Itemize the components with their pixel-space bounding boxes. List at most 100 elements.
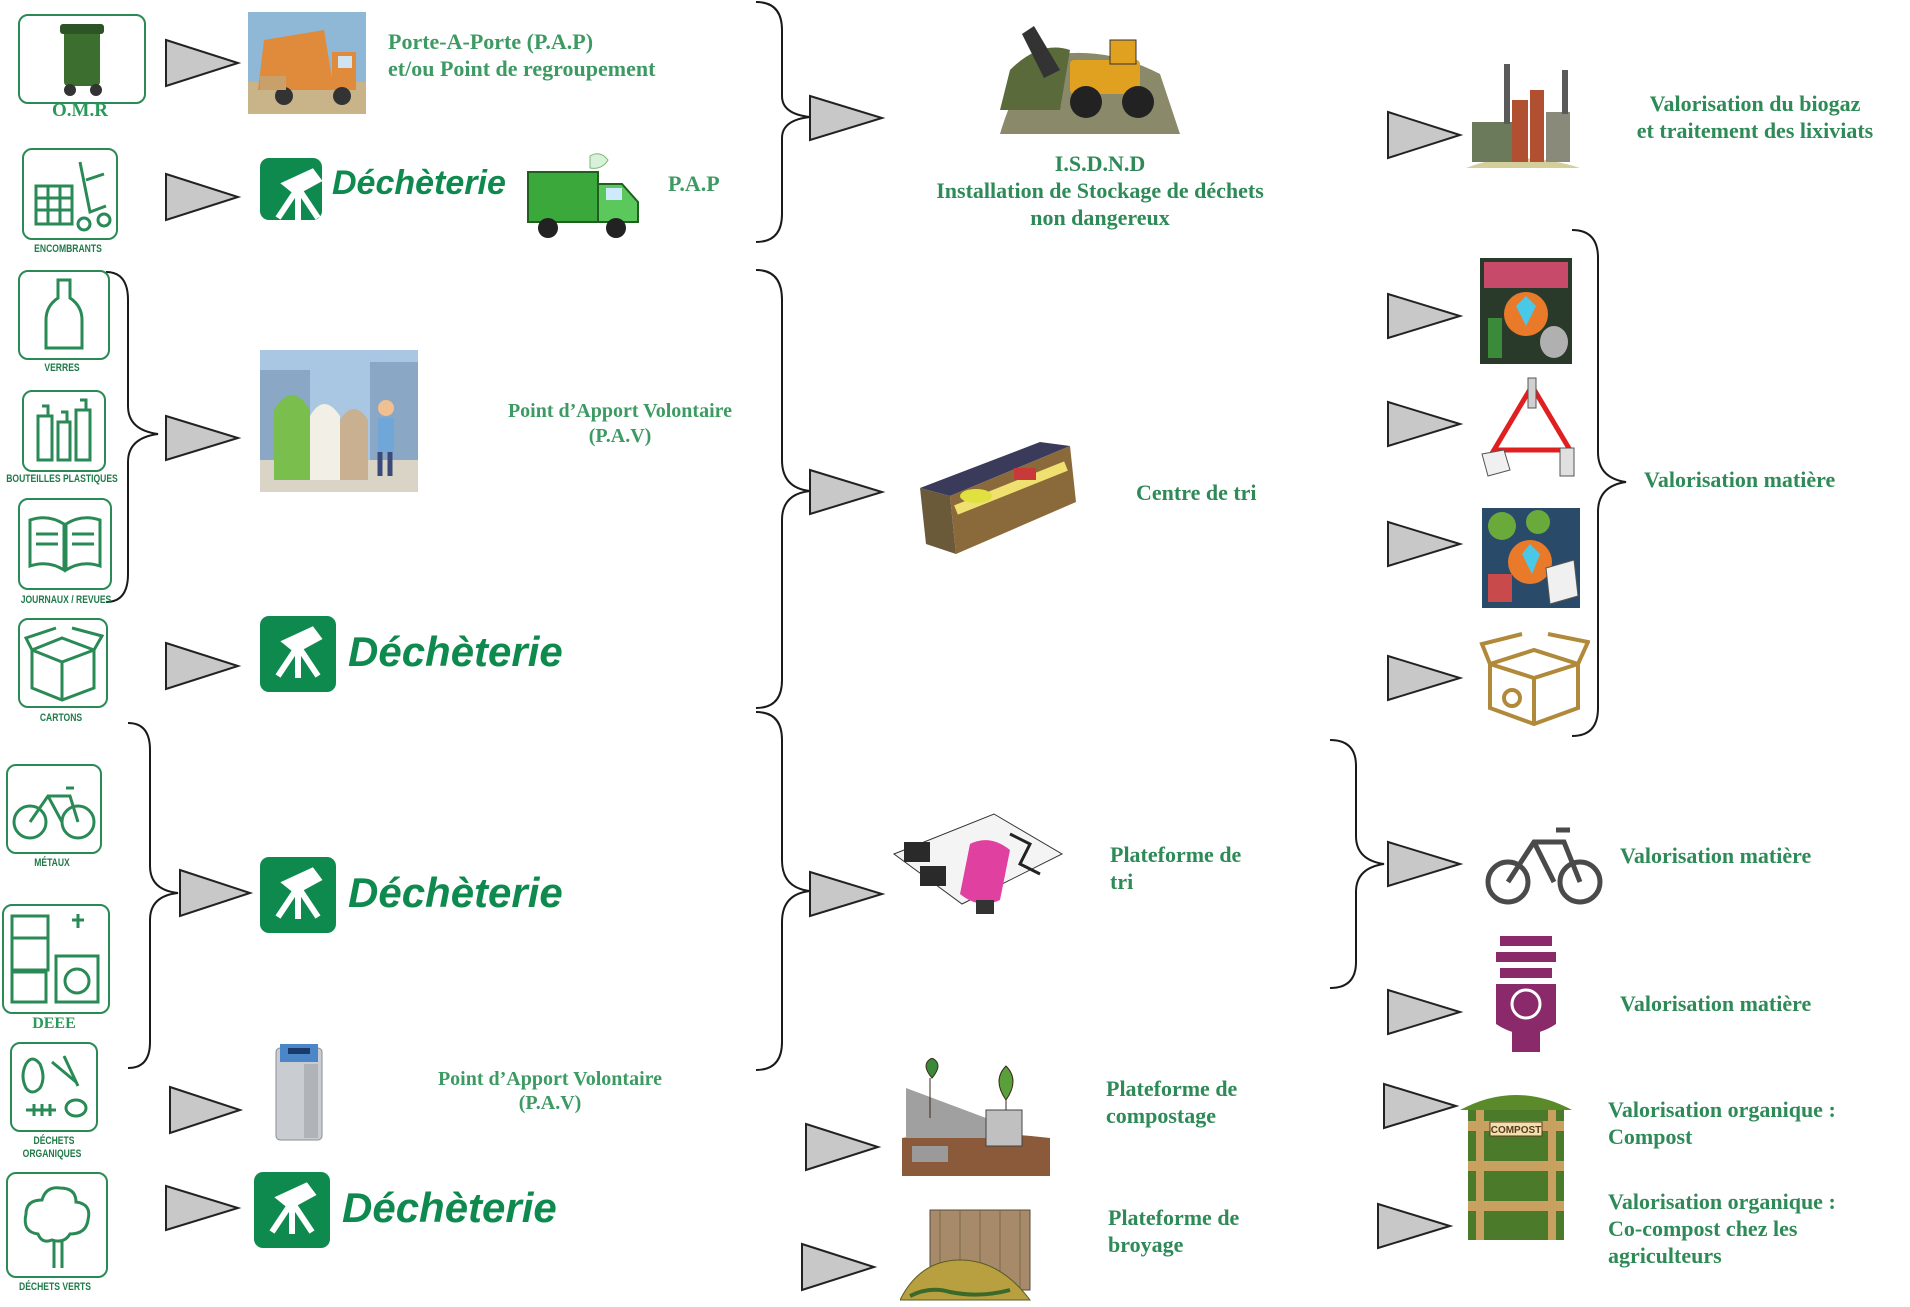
pav1-label-2: (P.A.V) [588,425,652,447]
broyage-label-2: broyage [1108,1232,1184,1257]
bulb-recycling-icon [1490,926,1562,1058]
arrow-paper-recycle [1387,520,1464,568]
arrow-cocompost [1377,1202,1454,1250]
arrow-metal-recycle [1387,840,1464,888]
arrow-carton-recycle [1387,654,1464,702]
pap-label-2: et/ou Point de regroupement [388,56,656,81]
carton-recycling-picture [1478,628,1590,730]
bouteilles-label: BOUTEILLES PLASTIQUES [6,473,118,485]
metaux-label: MÉTAUX [34,857,70,869]
biogaz-label-2: et traitement des lixiviats [1636,118,1874,143]
arrow-metals [179,868,254,918]
sorting-conveyor-picture [916,426,1086,558]
organiques-label-2: ORGANIQUES [22,1148,82,1160]
decheterie-text: Déchèterie [348,628,563,675]
verres-label: VERRES [44,362,80,374]
organique2-label-3: agriculteurs [1608,1243,1722,1268]
omr-label: O.M.R [52,100,108,121]
arrow-biogaz [1387,110,1464,160]
pav2-label-1: Point d’Apport Volontaire [437,1068,663,1090]
decheterie-text: Déchèterie [332,164,506,202]
metaux-bike-icon [6,764,102,854]
green-collection-truck-picture [518,148,646,248]
paper-recycling-picture [1482,508,1580,608]
pav-bin-picture [254,1036,344,1146]
compost-sign-text: COMPOST [1491,1125,1542,1136]
decheterie-arrows-icon [260,158,323,220]
plastic-recycling-picture [1476,376,1588,484]
arrow-compostage [805,1122,882,1172]
arrow-compost [1383,1082,1460,1130]
glass-recycling-picture [1480,258,1572,364]
arrow-cartons [165,641,242,691]
valorisation-matiere-label-1: Valorisation matière [1644,467,1836,492]
organiques-label-1: DÉCHETS [33,1135,75,1147]
journaux-icon [18,498,112,590]
organiques-icon [10,1042,98,1132]
organique2-label-1: Valorisation organique : [1608,1189,1836,1214]
decheterie-logo-1: Déchèterie [260,158,510,222]
bracket-isdnd [755,1,811,243]
decheterie-arrows-icon [260,616,336,692]
compostage-label-2: compostage [1106,1103,1216,1128]
arrow-encombrants [165,172,242,222]
bracket-metals-deee [127,722,179,1069]
arrow-broyage [801,1242,878,1292]
broyage-label-1: Plateforme de [1108,1205,1240,1230]
isdnd-label-3: non dangereux [1030,205,1170,230]
centre-tri-label: Centre de tri [1136,480,1257,505]
pap-short-label: P.A.P [668,171,720,196]
deee-appliances-icon [2,904,110,1014]
valorisation-matiere-label-2: Valorisation matière [1620,843,1812,868]
deee-label: DEEE [32,1015,76,1032]
sorting-platform-picture [890,804,1066,930]
bouteilles-icon [22,390,106,472]
decheterie-logo-2: Déchèterie [260,616,570,692]
bracket-centre-tri [755,269,811,709]
bracket-plateforme-tri [755,711,811,1071]
decheterie-text: Déchèterie [342,1184,557,1231]
arrow-plastic-recycle [1387,400,1464,448]
arrow-plateforme-tri [809,870,886,918]
decheterie-arrows-icon [260,857,336,933]
biogaz-label-1: Valorisation du biogaz [1649,91,1861,116]
organique1-label-1: Valorisation organique : [1608,1097,1836,1122]
pav-containers-picture [260,350,418,492]
plateforme-tri-label-1: Plateforme de [1110,842,1242,867]
cartons-label: CARTONS [39,712,83,724]
landfill-bulldozer-picture [1000,10,1180,134]
arrow-organiques [169,1085,244,1135]
arrow-glass-recycle [1387,292,1464,340]
compost-bin-picture: COMPOST [1460,1086,1572,1244]
arrow-deee-recycle [1387,988,1464,1036]
pap-label-1: Porte-A-Porte (P.A.P) [388,29,594,54]
bike-recycling-icon [1482,818,1606,910]
encombrants-label: ENCOMBRANTS [34,243,102,255]
arrow-pav-glass [165,414,242,462]
decheterie-arrows-icon [254,1172,330,1248]
dechets-verts-label: DÉCHETS VERTS [18,1281,91,1293]
journaux-label: JOURNAUX / REVUES [20,594,112,606]
encombrants-icon [22,148,118,240]
organique1-label-2: Compost [1608,1124,1693,1149]
dechets-verts-tree-icon [6,1172,108,1278]
biogaz-plant-picture [1466,60,1580,172]
arrow-omr [165,38,242,88]
garbage-truck-picture [248,12,366,114]
compostage-label-1: Plateforme de [1106,1076,1238,1101]
arrow-verts [165,1184,242,1232]
arrow-centre-tri [809,468,886,516]
verres-bottle-icon [18,270,110,360]
pav2-label-2: (P.A.V) [518,1092,582,1114]
shredding-platform-picture [900,1200,1050,1306]
decheterie-logo-3: Déchèterie [260,857,570,933]
organique2-label-2: Co-compost chez les [1608,1216,1798,1241]
composting-platform-picture [902,1058,1050,1176]
decheterie-logo-4: Déchèterie [254,1172,564,1248]
omr-bin-icon [18,14,146,104]
arrow-isdnd [809,94,886,142]
decheterie-text: Déchèterie [348,869,563,916]
isdnd-label-1: I.S.D.N.D [1054,151,1146,176]
